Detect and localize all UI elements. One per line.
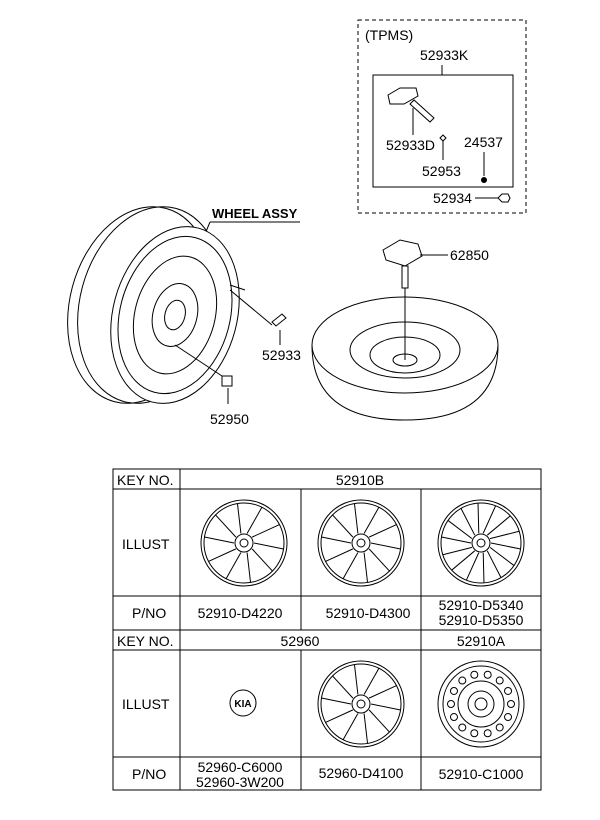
alloy-wheel-icon (437, 499, 525, 587)
rim-hole (458, 676, 467, 685)
part-label-52950[interactable]: 52950 (210, 411, 249, 427)
pno-cell[interactable]: 52910-C1000 (439, 766, 524, 782)
row-label-pno-1: P/NO (132, 605, 166, 621)
part-label-52933D[interactable]: 52933D (386, 137, 435, 153)
rim-hole (495, 676, 504, 685)
row-label-key-2: KEY NO. (117, 633, 174, 649)
steel-wheel-thumbnail (437, 660, 525, 748)
rim-hole (504, 713, 513, 722)
part-label-24537[interactable]: 24537 (464, 134, 503, 150)
tpms-inner-box (372, 74, 514, 188)
pno-cell[interactable]: 52910-D4300 (326, 605, 411, 621)
rim-hole (483, 729, 492, 738)
rim-hole (470, 670, 479, 679)
rim-hole (470, 729, 479, 738)
alloy-wheel-illustrations (200, 499, 525, 748)
nut-icon (481, 177, 487, 183)
tpms-sensor-icon (387, 87, 435, 123)
wheel-assy-title[interactable]: WHEEL ASSY (212, 206, 298, 221)
spare-tire-holder-icon (382, 239, 423, 267)
wheel-options-table: KEY NO. ILLUST P/NO KEY NO. ILLUST P/NO … (112, 468, 542, 791)
part-label-62850[interactable]: 62850 (450, 247, 489, 263)
pno-cell[interactable]: 52910-D4220 (198, 605, 283, 621)
pno-cell[interactable]: 52910-D5340 (439, 597, 524, 613)
row-label-pno-2: P/NO (132, 766, 166, 782)
key-52910B[interactable]: 52910B (336, 472, 384, 488)
pno-cell[interactable]: 52910-D5350 (439, 612, 524, 628)
row-label-illust-1: ILLUST (122, 536, 170, 552)
pno-cell[interactable]: 52960-3W200 (196, 774, 284, 790)
rim-hole (458, 723, 467, 732)
lug-nut-icon (221, 375, 233, 387)
tpms-dashed-box (357, 19, 527, 214)
alloy-wheel-icon (317, 660, 405, 748)
rim-hole (483, 670, 492, 679)
valve-stem-icon (271, 313, 287, 327)
part-label-52934[interactable]: 52934 (433, 190, 472, 206)
kia-logo-illustration: KIA (229, 689, 257, 717)
row-label-key-1: KEY NO. (117, 472, 174, 488)
valve-cap-icon (497, 193, 511, 203)
rim-hole (504, 686, 513, 695)
rim-hole (495, 723, 504, 732)
tpms-group: (TPMS) 52933K 52933D 52953 24537 52934 (357, 19, 527, 214)
steel-wheel-illustration (67, 206, 246, 404)
pno-cell[interactable]: 52960-D4100 (319, 765, 404, 781)
rim-hole (507, 700, 515, 708)
tpms-title: (TPMS) (365, 27, 413, 43)
rim-hole (447, 700, 455, 708)
wheel-assy-group: WHEEL ASSY 52933 52950 (67, 206, 301, 427)
alloy-wheel-icon (200, 499, 288, 587)
key-52910A[interactable]: 52910A (457, 633, 506, 649)
rim-hole (449, 713, 458, 722)
valve-core-icon (439, 134, 447, 142)
part-label-52933K[interactable]: 52933K (420, 47, 469, 63)
part-label-52933[interactable]: 52933 (262, 347, 301, 363)
spare-tire-group: 62850 (311, 239, 499, 421)
part-label-52953[interactable]: 52953 (422, 163, 461, 179)
kia-logo-text: KIA (234, 699, 251, 710)
key-52960[interactable]: 52960 (281, 633, 320, 649)
pno-cell[interactable]: 52960-C6000 (198, 759, 283, 775)
row-label-illust-2: ILLUST (122, 696, 170, 712)
rim-hole (449, 686, 458, 695)
alloy-wheel-icon (317, 499, 405, 587)
